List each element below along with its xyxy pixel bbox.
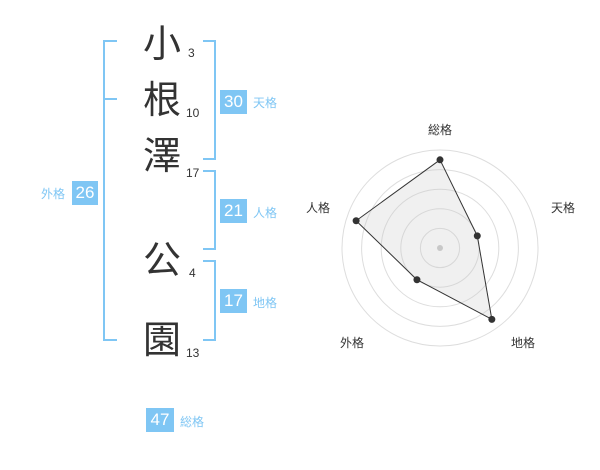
radar-edge <box>355 220 418 281</box>
radar-grid-ring <box>361 169 519 327</box>
tenkaku-value: 30 <box>220 90 247 114</box>
radar-grid <box>341 149 539 347</box>
stroke-count-4: 4 <box>189 266 196 280</box>
jinkaku-label: 人格 <box>253 206 278 220</box>
radar-edge <box>416 279 493 320</box>
radar-data-point <box>352 217 360 225</box>
gaikaku-label: 外格 <box>41 187 66 201</box>
jinkaku-value: 21 <box>220 199 247 223</box>
radar-data-point <box>436 156 444 164</box>
stroke-count-5: 13 <box>186 346 200 360</box>
name-char-5: 園 <box>143 318 182 362</box>
radar-edge <box>439 159 478 237</box>
soukaku-value: 47 <box>146 408 174 432</box>
tenkaku-label: 天格 <box>253 96 278 110</box>
radar-data-point <box>473 232 481 240</box>
stroke-count-3: 17 <box>186 166 200 180</box>
soukaku-label: 総格 <box>180 415 205 429</box>
radar-edge <box>355 159 441 222</box>
chikaku-bracket <box>203 260 216 341</box>
gaikaku-bracket-tick <box>103 98 117 100</box>
radar-edges <box>355 159 493 320</box>
radar-data-point <box>488 315 496 323</box>
radar-grid-ring <box>380 188 500 308</box>
radar-edge <box>476 235 493 320</box>
radar-grid-ring <box>341 149 539 347</box>
name-char-1: 小 <box>143 22 182 66</box>
radar-axis-label-tenkaku: 天格 <box>551 200 575 215</box>
chikaku-value: 17 <box>220 289 247 313</box>
gaikaku-value: 26 <box>72 181 98 205</box>
chikaku-label: 地格 <box>253 296 278 310</box>
radar-area <box>356 159 492 320</box>
name-char-3: 澤 <box>143 134 182 178</box>
jinkaku-bracket <box>203 170 216 250</box>
stroke-count-1: 3 <box>188 46 195 60</box>
stroke-count-2: 10 <box>186 106 200 120</box>
radar-axis-label-jinkaku: 人格 <box>306 200 330 215</box>
gaikaku-bracket <box>103 40 117 341</box>
radar-axis-label-chikaku: 地格 <box>511 335 535 350</box>
radar-axis-label-soukaku: 総格 <box>428 122 452 137</box>
radar-data-point <box>413 276 421 284</box>
name-char-2: 根 <box>143 78 182 122</box>
radar-points <box>352 156 496 323</box>
name-char-4: 公 <box>143 238 182 282</box>
radar-center-point <box>437 245 443 251</box>
radar-grid-ring <box>419 227 461 269</box>
tenkaku-bracket <box>203 40 216 160</box>
radar-axis-label-gaikaku: 外格 <box>340 335 364 350</box>
